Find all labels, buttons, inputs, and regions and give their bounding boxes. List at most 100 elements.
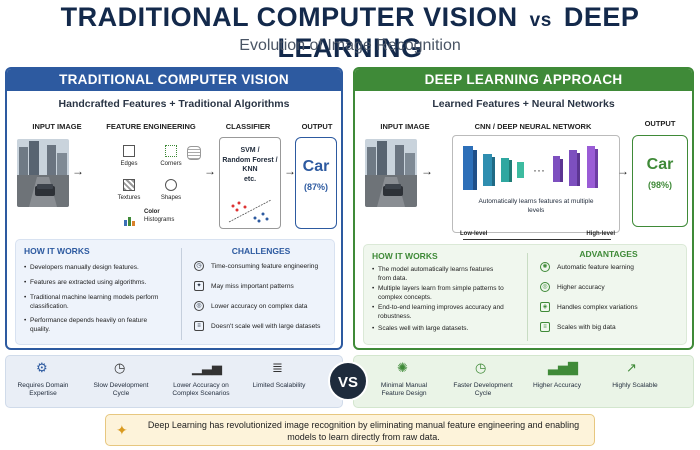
trad-challenge: May miss important patterns [211, 283, 294, 290]
database-icon: ≡ [194, 321, 204, 331]
target-icon: ◎ [540, 282, 550, 292]
svg-text:···: ··· [533, 163, 545, 177]
target-icon: ◎ [194, 301, 204, 311]
classifier-line: SVM / [240, 147, 260, 154]
cnn-caption: Automatically learns features at multipl… [478, 198, 594, 214]
deep-summary-item: Highly Scalable [612, 382, 658, 389]
subtitle: Evolution of Image Recognition [239, 37, 461, 54]
classifier-line: Random Forest / [222, 156, 278, 164]
classifier-line: etc. [243, 175, 257, 183]
brain-icon: ✺ [540, 262, 550, 272]
deep-advantage: Automatic feature learning [557, 264, 634, 271]
trad-summary-item: Limited Scalability [252, 382, 306, 389]
deep-info-section: HOW IT WORKS The model automatically lea… [363, 244, 687, 345]
deep-output-box: Car (98%) [632, 135, 688, 227]
arrow-icon: → [617, 164, 629, 178]
trad-how-item: Features are extracted using algorithms. [24, 279, 170, 288]
trad-summary-item: Lower Accuracy on Complex Scenarios [172, 382, 230, 397]
feature-color: Color [144, 209, 160, 215]
stack-icon: ≣ [272, 360, 283, 375]
feature-histograms: Histograms [144, 217, 175, 223]
deep-advantage: Scales with big data [557, 324, 616, 331]
corners-icon [165, 145, 177, 157]
traditional-heading: TRADITIONAL COMPUTER VISION [7, 69, 341, 91]
classifier-line: KNN [242, 166, 258, 173]
trad-how-item: Performance depends heavily on feature q… [24, 317, 160, 334]
trad-how-heading: HOW IT WORKS [24, 246, 90, 256]
feature-edges: Edges [120, 161, 138, 167]
cnn-label: CNN / DEEP NEURAL NETWORK [474, 122, 592, 131]
trad-input-label: INPUT IMAGE [32, 122, 82, 131]
trad-challenge: Lower accuracy on complex data [211, 303, 308, 310]
clock-icon: ◷ [194, 261, 204, 271]
feature-textures: Textures [117, 195, 141, 201]
trad-input-image [17, 139, 69, 207]
deep-output-pct: (98%) [647, 180, 672, 190]
trad-output-box: Car (87%) [295, 137, 337, 229]
trad-summary-bar: ⚙ Requires Domain Expertise ◷ Slow Devel… [5, 355, 343, 408]
arrow-icon: → [421, 164, 433, 178]
traditional-tagline: Handcrafted Features + Traditional Algor… [58, 98, 290, 110]
deep-input-label: INPUT IMAGE [380, 122, 430, 131]
expert-icon: ⚙ [36, 360, 48, 375]
bar-chart-icon: ▃▅▇ [548, 360, 578, 375]
deep-summary-bar: ✺ Minimal Manual Feature Design ◷ Faster… [353, 355, 694, 408]
level-axis [463, 239, 611, 240]
grid-icon [187, 146, 201, 160]
divider [181, 248, 182, 340]
deep-output-label: OUTPUT [644, 119, 676, 128]
low-level-label: Low-level [460, 231, 488, 237]
deep-how-item: Scales well with large datasets. [372, 325, 518, 334]
deep-tagline: Learned Features + Neural Networks [432, 98, 615, 110]
arrow-icon: → [204, 164, 216, 178]
title-right: DEEP LEARNING [277, 2, 640, 63]
histogram-icon [124, 213, 138, 226]
deep-summary-item: Faster Development Cycle [453, 382, 513, 397]
edges-icon [123, 145, 135, 157]
title-left: TRADITIONAL COMPUTER VISION [60, 2, 518, 32]
shapes-icon [165, 179, 177, 191]
bar-chart-icon: ▁▃▅ [192, 360, 222, 375]
deep-how-item: Multiple layers learn from simple patter… [372, 285, 518, 302]
deep-how-item: The model automatically learns features … [372, 266, 508, 283]
trad-challenge: Time-consuming feature engineering [211, 263, 319, 270]
classifier-label: CLASSIFIER [225, 122, 271, 131]
trad-challenge: Doesn't scale well with large datasets [211, 323, 321, 330]
deep-advantage: Handles complex variations [557, 304, 638, 311]
deep-input-image [365, 139, 417, 207]
scatter-icon [228, 199, 272, 223]
divider [527, 253, 528, 341]
deep-how-item: End-to-end learning improves accuracy an… [372, 304, 508, 321]
main-title: TRADITIONAL COMPUTER VISION vs DEEP LEAR… [0, 2, 700, 64]
arrow-icon: → [284, 164, 296, 178]
cnn-box: ··· Automatically learns features at mul… [452, 135, 620, 233]
deep-how-heading: HOW IT WORKS [372, 251, 438, 261]
trad-output-value: Car [302, 158, 330, 175]
arrow-icon: → [72, 164, 84, 178]
clock-icon: ◷ [475, 360, 487, 375]
classifier-box: SVM / Random Forest / KNN etc. [219, 137, 281, 229]
deep-advantage: Higher accuracy [557, 284, 605, 291]
trend-up-icon: ↗ [626, 360, 637, 375]
trad-how-item: Traditional machine learning models perf… [24, 294, 160, 311]
high-level-label: High-level [586, 231, 615, 237]
trad-summary-item: Slow Development Cycle [93, 382, 149, 397]
feature-corners: Corners [160, 161, 182, 167]
cnn-layers-icon: ··· [463, 146, 598, 190]
trad-output-pct: (87%) [303, 182, 328, 192]
trad-how-item: Developers manually design features. [24, 264, 170, 273]
textures-icon [123, 179, 135, 191]
database-icon: ≡ [540, 322, 550, 332]
fe-label: FEATURE ENGINEERING [106, 122, 196, 131]
vs-badge: VS [328, 361, 368, 401]
footer-banner: ✦ Deep Learning has revolutionized image… [105, 414, 595, 446]
deep-heading: DEEP LEARNING APPROACH [355, 69, 692, 91]
lightbulb-icon: ✦ [116, 422, 128, 438]
trad-info-section: HOW IT WORKS Developers manually design … [15, 239, 335, 345]
trad-challenges-heading: CHALLENGES [231, 246, 291, 256]
title-vs: vs [529, 10, 552, 31]
footer-text: Deep Learning has revolutionized image r… [147, 420, 580, 442]
layers-icon: ◈ [540, 302, 550, 312]
traditional-panel: TRADITIONAL COMPUTER VISION Handcrafted … [5, 67, 343, 350]
